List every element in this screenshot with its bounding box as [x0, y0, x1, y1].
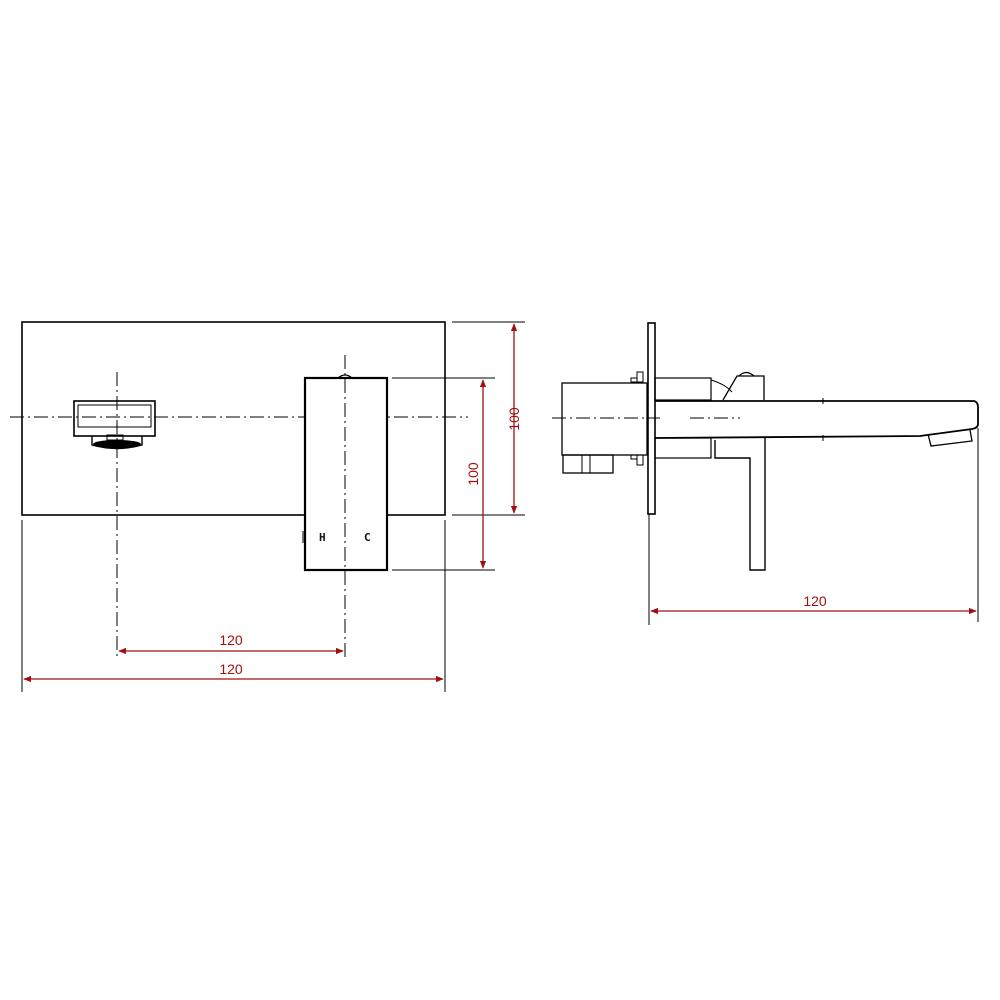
handle-height-value: 100	[465, 462, 481, 486]
spout-side	[654, 398, 979, 447]
hot-label: H	[319, 531, 326, 544]
wall-plate	[21, 321, 446, 516]
mixer-handle-front: H C	[302, 355, 389, 660]
side-view: 120	[552, 322, 979, 625]
mixer-handle-side	[714, 371, 766, 571]
plate-width-value: 120	[219, 661, 243, 677]
spout-outlet-front	[73, 400, 156, 450]
spout-aerator	[927, 429, 973, 447]
plate-height-value: 100	[506, 407, 522, 431]
spout-handle-spacing-value: 120	[219, 632, 243, 648]
front-view: H C 100 100 120 120	[10, 321, 525, 692]
aerator	[93, 440, 141, 448]
spout-projection-value: 120	[803, 593, 827, 609]
valve-body	[561, 382, 648, 456]
cold-label: C	[364, 531, 371, 544]
